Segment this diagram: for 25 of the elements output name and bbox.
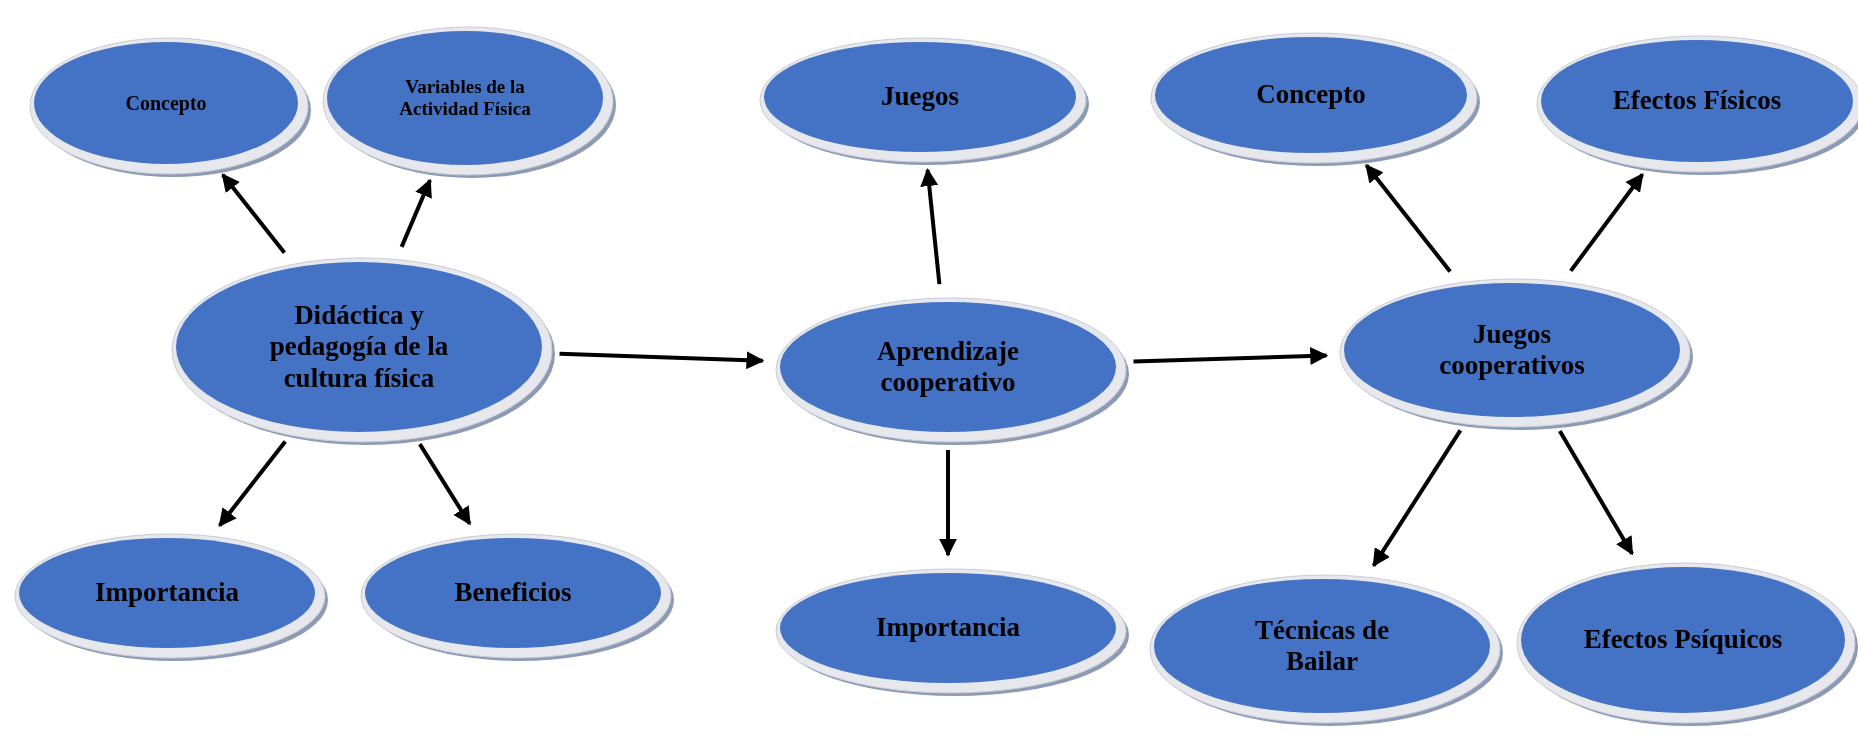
arrow — [221, 173, 286, 254]
arrow — [218, 440, 287, 527]
node-label: Importancia — [876, 612, 1020, 644]
node-label: Importancia — [95, 577, 239, 609]
node-label: Didáctica y pedagogía de la cultura física — [268, 300, 450, 394]
node-label: Aprendizaje cooperativo — [876, 335, 1020, 399]
node-label: Juegos — [881, 81, 959, 113]
arrow — [1371, 429, 1463, 568]
arrow — [1569, 173, 1645, 273]
node-label: Efectos Físicos — [1612, 85, 1782, 117]
arrow — [418, 443, 472, 526]
node-label: Variables de la Actividad Física — [398, 76, 532, 120]
arrow — [920, 168, 942, 285]
node-label: Concepto — [1256, 79, 1366, 111]
node-label: Beneficios — [454, 577, 572, 609]
arrow — [939, 450, 957, 557]
node-label: Juegos cooperativos — [1438, 318, 1586, 382]
node-label: Efectos Psíquicos — [1583, 624, 1783, 656]
arrow — [559, 351, 765, 370]
arrow — [1133, 347, 1329, 366]
arrow — [1558, 430, 1634, 556]
node-label: Técnicas de Bailar — [1253, 614, 1391, 678]
node-label: Concepto — [125, 91, 207, 115]
arrow — [1364, 163, 1452, 273]
arrow — [399, 178, 432, 248]
